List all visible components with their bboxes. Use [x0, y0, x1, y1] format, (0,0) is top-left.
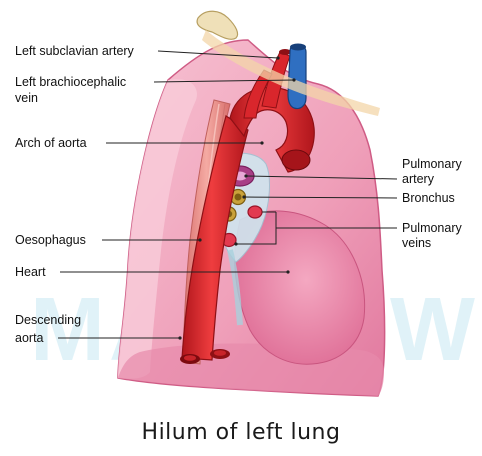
label-heart: Heart: [15, 265, 46, 279]
label-pulmonary-veins-line1: Pulmonary: [402, 221, 462, 235]
label-descending-aorta-line1: Descending: [15, 313, 81, 327]
label-left-subclavian-artery: Left subclavian artery: [15, 44, 134, 58]
label-bronchus: Bronchus: [402, 191, 455, 205]
figure-caption: Hilum of left lung: [0, 420, 482, 445]
descending-aorta-end-1-lumen: [184, 355, 196, 361]
label-pulmonary-veins-line2: veins: [402, 236, 431, 250]
label-left-brachiocephalic-vein-line2: vein: [15, 91, 38, 105]
label-pulmonary-artery-line1: Pulmonary: [402, 157, 462, 171]
pulmonary-vein-1: [248, 206, 262, 218]
arch-of-aorta-end: [282, 150, 310, 170]
bronchus-1-lumen: [235, 194, 242, 201]
descending-aorta-end-2-lumen: [214, 350, 226, 356]
clavicle-bone: [197, 11, 237, 39]
left-subclavian-artery-end: [279, 49, 291, 55]
label-arch-of-aorta: Arch of aorta: [15, 136, 87, 150]
left-brachiocephalic-vein-top: [290, 44, 306, 51]
label-descending-aorta-line2: aorta: [15, 331, 44, 345]
label-oesophagus: Oesophagus: [15, 233, 86, 247]
label-pulmonary-artery-line2: artery: [402, 172, 434, 186]
label-left-brachiocephalic-vein-line1: Left brachiocephalic: [15, 75, 126, 89]
left-brachiocephalic-vein: [288, 45, 306, 108]
